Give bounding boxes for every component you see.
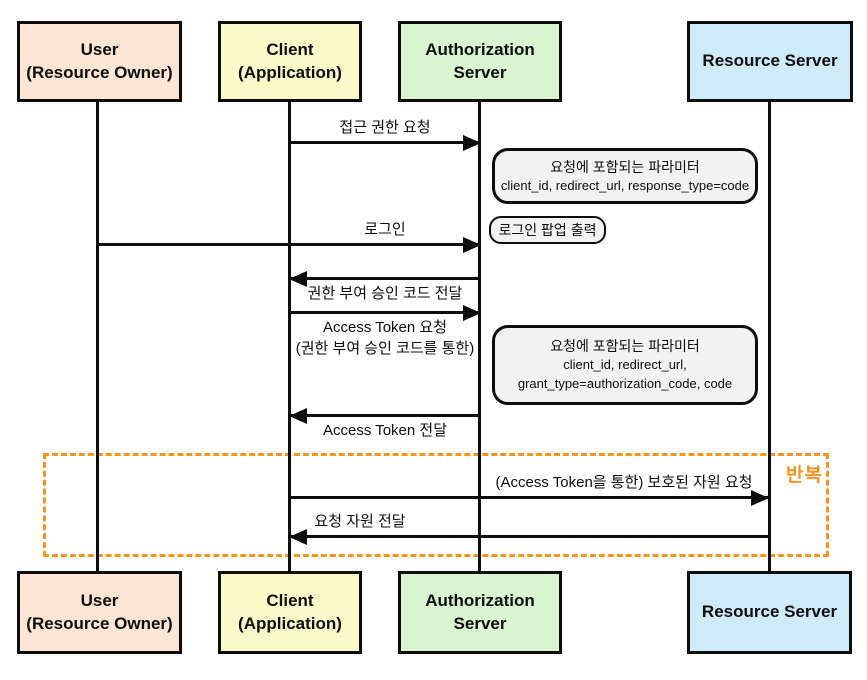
actor-user-top: User (Resource Owner) xyxy=(17,21,182,102)
note-title: 요청에 포함되는 파라미터 xyxy=(550,158,700,175)
actor-resource-server-top: Resource Server xyxy=(687,21,853,102)
actor-user-bottom: User (Resource Owner) xyxy=(17,571,182,654)
message-protected-resource-request: (Access Token을 통한) 보호된 자원 요청 xyxy=(290,474,769,506)
note-body: client_id, redirect_url, grant_type=auth… xyxy=(517,357,733,391)
actor-resource-server-bottom: Resource Server xyxy=(687,571,852,654)
message-label: Access Token 요청 (권한 부여 승인 코드를 통한) xyxy=(295,319,475,357)
message-authorization-code-delivery: 권한 부여 승인 코드 전달 xyxy=(289,270,480,302)
actor-authorization-server-top: Authorization Server xyxy=(398,21,562,102)
arrowhead-left-icon xyxy=(289,407,307,424)
lifeline-authorization-server xyxy=(478,102,481,571)
message-access-token-delivery: Access Token 전달 xyxy=(289,407,480,439)
note-title: 요청에 포함되는 파라미터 xyxy=(550,338,700,355)
arrow-shaft xyxy=(290,496,768,499)
message-label: (Access Token을 통한) 보호된 자원 요청 xyxy=(495,474,753,492)
repeat-fragment-box xyxy=(43,453,829,557)
arrow-shaft xyxy=(290,414,480,417)
arrowhead-right-icon xyxy=(463,134,481,151)
message-label: Access Token 전달 xyxy=(322,422,448,439)
arrowhead-right-icon xyxy=(463,304,481,321)
arrowhead-left-icon xyxy=(289,270,307,287)
message-requested-resource-delivery: 요청 자원 전달 xyxy=(289,513,768,545)
message-label: 권한 부여 승인 코드 전달 xyxy=(307,285,463,302)
message-label: 접근 권한 요청 xyxy=(339,119,431,137)
arrow-shaft xyxy=(97,243,480,246)
note-login-popup: 로그인 팝업 출력 xyxy=(489,216,606,244)
lifeline-user xyxy=(96,102,99,571)
arrowhead-right-icon xyxy=(751,489,769,506)
message-label: 요청 자원 전달 xyxy=(314,513,406,531)
arrow-shaft xyxy=(290,277,480,280)
arrow-shaft xyxy=(290,535,768,538)
actor-client-bottom: Client (Application) xyxy=(218,571,362,654)
message-access-token-request: Access Token 요청 (권한 부여 승인 코드를 통한) xyxy=(290,304,481,357)
lifeline-resource-server xyxy=(768,102,771,571)
arrow-shaft xyxy=(290,311,480,314)
actor-client-top: Client (Application) xyxy=(218,21,362,102)
arrowhead-left-icon xyxy=(289,528,307,545)
note-body: 로그인 팝업 출력 xyxy=(498,221,597,238)
arrow-shaft xyxy=(290,141,480,144)
note-body: client_id, redirect_url, response_type=c… xyxy=(500,177,750,193)
repeat-label: 반복 xyxy=(786,465,823,486)
lifeline-client xyxy=(288,102,291,571)
message-access-permission-request: 접근 권한 요청 xyxy=(290,119,481,151)
message-login: 로그인 xyxy=(97,221,481,253)
arrowhead-right-icon xyxy=(463,236,481,253)
actor-authorization-server-bottom: Authorization Server xyxy=(398,571,562,654)
message-label: 로그인 xyxy=(364,221,406,239)
note-request-params-1: 요청에 포함되는 파라미터 client_id, redirect_url, r… xyxy=(492,148,758,204)
note-request-params-2: 요청에 포함되는 파라미터 client_id, redirect_url, g… xyxy=(492,325,758,405)
